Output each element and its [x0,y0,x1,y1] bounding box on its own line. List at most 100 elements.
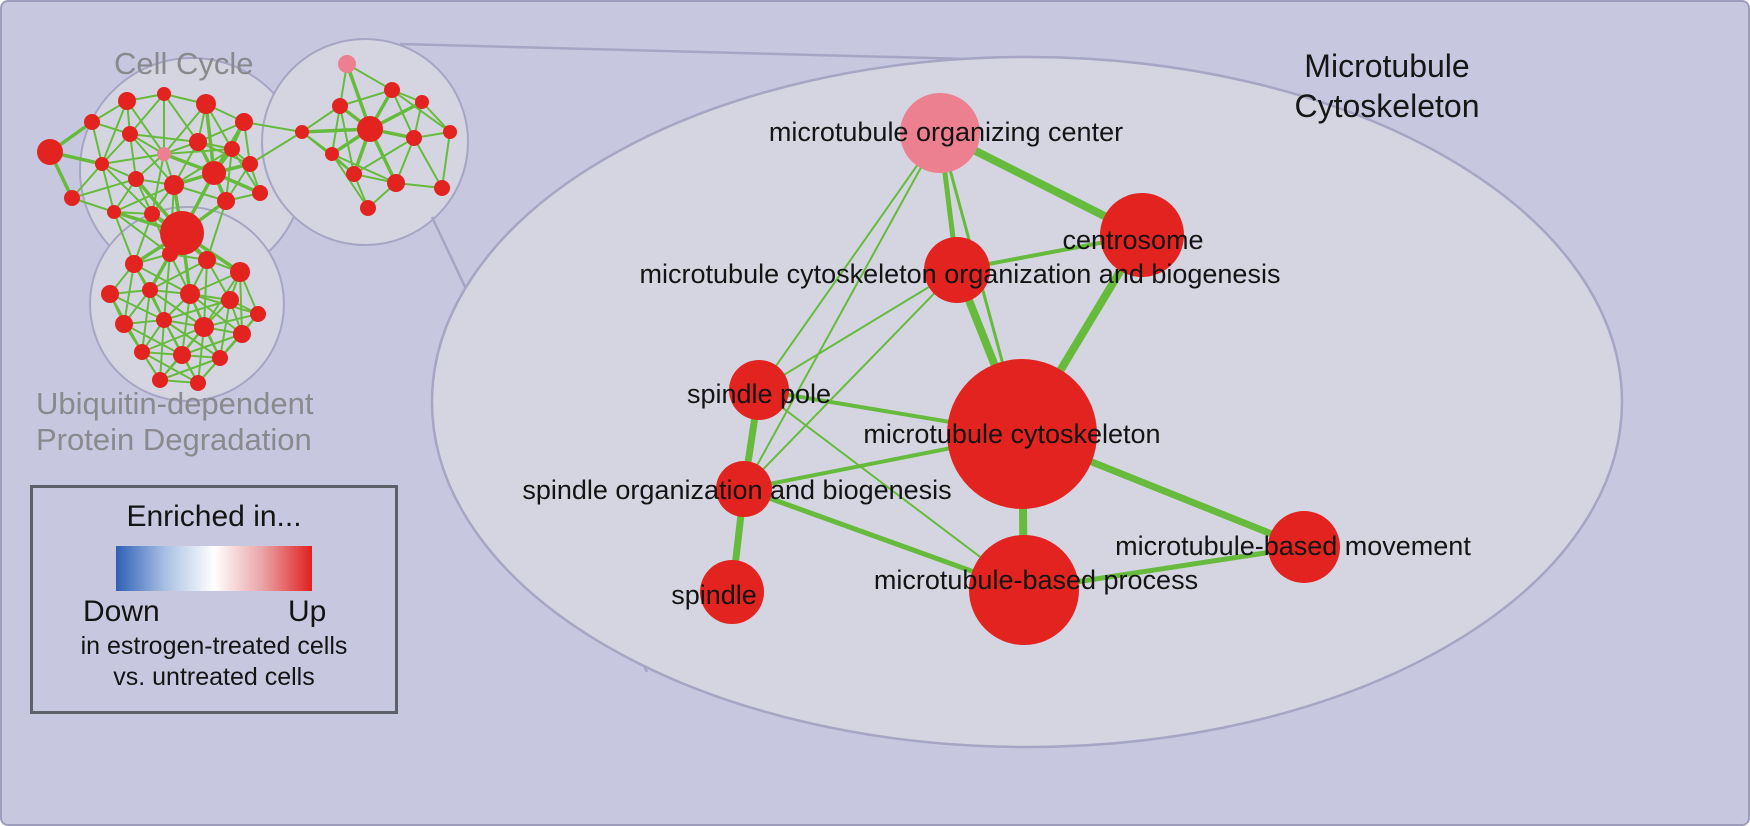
zoom-edge-spindle_pole-process [758,389,1025,591]
overview-edge [163,93,199,143]
legend-down-label: Down [83,595,160,628]
overview-edge [123,323,183,356]
zoom-node-label-moc: microtubule organizing center [769,117,1123,147]
overview-edge [163,319,221,359]
overview-edge [331,153,369,209]
overview-node [162,246,178,262]
overview-node [212,350,228,366]
legend-box: Enriched in... Down Up in estrogen-treat… [30,485,398,714]
zoom-node-label-org: microtubule cytoskeleton organization an… [640,259,1281,289]
zoom-node-label-movement: microtubule-based movement [1115,531,1471,561]
overview-edge [239,271,243,335]
zoom-node-spindle_pole [729,360,789,420]
overview-node [115,315,133,333]
overview-edge [149,289,205,328]
overview-node [160,211,204,255]
overview-edge [163,299,231,321]
overview-node [180,284,200,304]
overview-node [233,325,251,343]
overview-node [346,166,362,182]
overview-edge [113,184,175,213]
legend-axis-labels: Down Up [33,593,395,631]
zoom-node-label-centrosome: centrosome [1062,225,1203,255]
overview-node [443,125,457,139]
legend-title: Enriched in... [126,500,302,533]
overview-node [142,282,158,298]
overview-node [295,125,309,139]
microtubule-label-line1: Microtubule [1304,48,1470,84]
overview-edge [163,103,207,155]
overview-node [189,133,207,151]
zoom-node-spindle [700,560,764,624]
overview-node [360,200,376,216]
overview-node [64,190,80,206]
overview-node [134,344,150,360]
overview-node [196,94,216,114]
overview-edge [219,299,231,359]
overview-edge [181,333,243,356]
overview-node [338,55,356,73]
overview-node [84,114,100,130]
zoom-node-label-spindle: spindle [671,580,757,610]
overview-node [224,141,240,157]
overview-node [118,92,136,110]
overview-edge [123,263,135,325]
overview-edge [163,253,171,321]
legend-gradient-bar [116,546,312,591]
overview-node [128,171,144,187]
overview-edge [413,137,443,189]
zoom-node-moc [900,93,980,173]
overview-edge [151,153,165,215]
zoom-node-label-spindle_pole: spindle pole [687,379,831,409]
overview-node [122,126,138,142]
overview-edge [249,131,303,165]
zoom-node-label-cytoskeleton: microtubule cytoskeleton [863,419,1160,449]
zoom-node-label-process: microtubule-based process [874,565,1198,595]
microtubule-cluster-label: Microtubule Cytoskeleton [1247,46,1527,126]
overview-edge [141,326,205,353]
overview-node [221,291,239,309]
zoom-node-centrosome [1100,193,1184,277]
zoom-node-process [969,535,1079,645]
overview-edge [243,121,303,133]
zoom-edge-moc-spindle_pole [758,132,941,391]
zoom-node-label-spindle_org: spindle organization and biogenesis [522,475,951,505]
microtubule-label-line2: Cytoskeleton [1294,88,1480,124]
overview-node [325,147,339,161]
overview-edge [149,259,208,291]
overview-edge [331,153,397,184]
overview-edge [129,93,165,135]
ubiquitin-label-line1: Ubiquitin-dependent [36,386,314,421]
overview-edge [129,133,175,186]
overview-edge [126,100,165,155]
overview-node [194,317,214,337]
overview-node [157,147,171,161]
zoom-node-spindle_org [716,461,772,517]
overview-node [125,255,143,273]
overview-node [384,82,400,98]
overview-edge [159,319,165,381]
overview-edge [159,357,221,381]
cell-cycle-cluster-label: Cell Cycle [114,46,254,81]
overview-edge [113,211,135,265]
zoom-node-movement [1268,511,1340,583]
zoom-edge-org-spindle_pole [758,269,958,391]
legend-caption-line2: vs. untreated cells [113,663,315,692]
overview-edge [101,163,153,215]
overview-node [357,116,383,142]
overview-node [95,157,109,171]
overview-node [173,346,191,364]
overview-node [198,251,216,269]
overview-node [144,206,160,222]
legend-up-label: Up [288,595,327,628]
overview-node [190,375,206,391]
overview-node [434,180,450,196]
zoom-edge-org-spindle_org [743,269,958,490]
overview-node [415,95,429,109]
ubiquitin-cluster-label: Ubiquitin-dependent Protein Degradation [36,386,314,457]
overview-node [230,262,250,282]
overview-node [156,312,172,328]
overview-node [157,87,171,101]
overview-edge [339,89,393,107]
